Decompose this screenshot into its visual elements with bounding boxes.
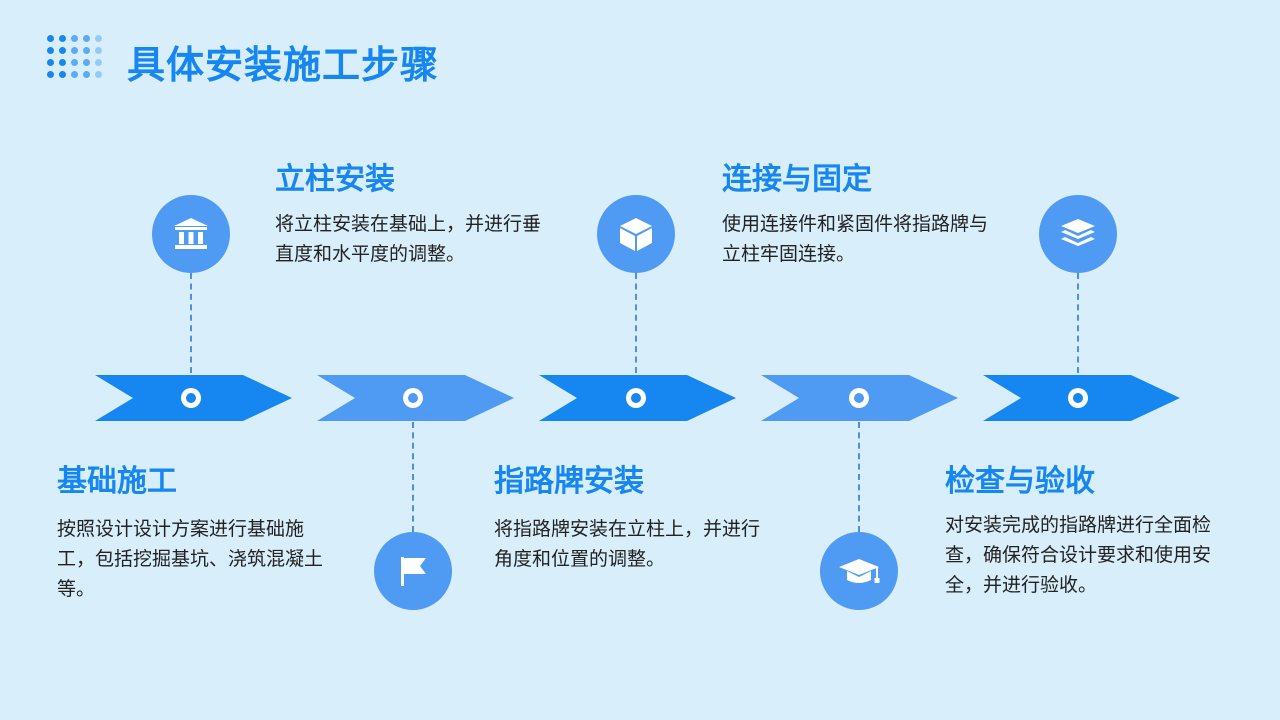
- graduation-cap-icon: [820, 532, 898, 610]
- decorative-dot: [47, 71, 54, 78]
- timeline-node-inner: [1073, 393, 1083, 403]
- decorative-dot: [83, 47, 90, 54]
- step-3-description: 将指路牌安装在立柱上，并进行角度和位置的调整。: [494, 518, 761, 570]
- decorative-dot: [95, 35, 102, 42]
- step-4-title: 连接与固定: [722, 162, 872, 197]
- step-5-description: 对安装完成的指路牌进行全面检查，确保符合设计要求和使用安全，并进行验收。: [945, 514, 1212, 596]
- decorative-dot: [59, 59, 66, 66]
- step-1-description: 按照设计设计方案进行基础施工，包括挖掘基坑、浇筑混凝土等。: [57, 518, 324, 600]
- decorative-dot: [71, 59, 78, 66]
- decorative-dots-icon: [47, 35, 107, 81]
- decorative-dot: [59, 71, 66, 78]
- timeline-node-inner: [854, 393, 864, 403]
- step-1-title: 基础施工: [57, 464, 177, 499]
- decorative-dot: [83, 35, 90, 42]
- decorative-dot: [95, 71, 102, 78]
- page-title: 具体安装施工步骤: [127, 43, 440, 87]
- connector-line-5: [1077, 273, 1079, 373]
- bank-icon: [152, 195, 230, 273]
- decorative-dot: [83, 59, 90, 66]
- layers-icon: [1039, 195, 1117, 273]
- decorative-dot: [59, 47, 66, 54]
- decorative-dot: [71, 71, 78, 78]
- decorative-dot: [47, 59, 54, 66]
- step-5-title: 检查与验收: [945, 464, 1095, 499]
- timeline-node-5: [1068, 388, 1088, 408]
- timeline-node-3: [626, 388, 646, 408]
- timeline-node-4: [849, 388, 869, 408]
- decorative-dot: [83, 71, 90, 78]
- decorative-dot: [95, 59, 102, 66]
- decorative-dot: [47, 35, 54, 42]
- connector-line-1: [412, 422, 414, 532]
- step-2-description: 将立柱安装在基础上，并进行垂直度和水平度的调整。: [275, 213, 542, 265]
- connector-line-4: [858, 422, 860, 532]
- timeline-node-inner: [631, 393, 641, 403]
- cube-icon: [597, 195, 675, 273]
- connector-line-2: [190, 273, 192, 373]
- step-3-title: 指路牌安装: [494, 464, 644, 499]
- decorative-dot: [71, 35, 78, 42]
- timeline-node-inner: [408, 393, 418, 403]
- decorative-dot: [95, 47, 102, 54]
- decorative-dot: [47, 47, 54, 54]
- decorative-dot: [59, 35, 66, 42]
- timeline-node-inner: [186, 393, 196, 403]
- timeline-node-2: [403, 388, 423, 408]
- flag-icon: [374, 532, 452, 610]
- step-4-description: 使用连接件和紧固件将指路牌与立柱牢固连接。: [722, 213, 989, 265]
- connector-line-3: [635, 273, 637, 373]
- step-2-title: 立柱安装: [275, 162, 395, 197]
- timeline-node-1: [181, 388, 201, 408]
- decorative-dot: [71, 47, 78, 54]
